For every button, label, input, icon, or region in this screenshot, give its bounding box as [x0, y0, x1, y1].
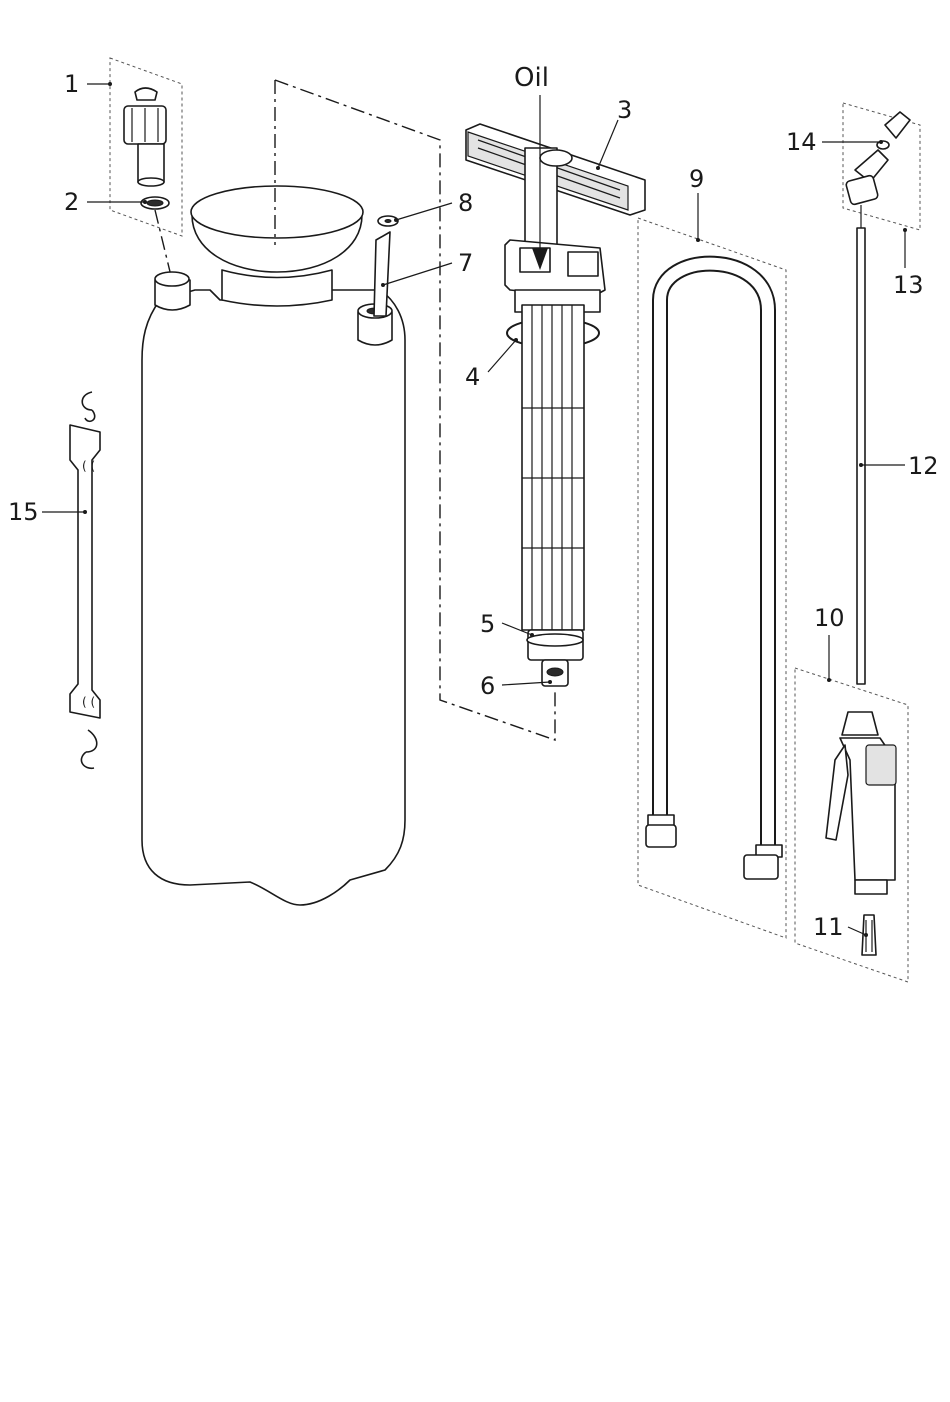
part-14-nozzle — [845, 112, 910, 205]
tank-left-port — [155, 272, 190, 310]
oil-label: Oil — [514, 63, 549, 93]
callout-2: 2 — [64, 188, 79, 216]
svg-text:( (: ( ( — [82, 459, 95, 473]
part-9-hose — [646, 264, 782, 879]
part-10-trigger-valve — [826, 712, 896, 894]
callout-12: 12 — [908, 452, 939, 480]
part-1-relief-valve — [124, 88, 166, 186]
callout-14: 14 — [786, 128, 817, 156]
callout-9: 9 — [689, 165, 704, 193]
part-15-strap: ( ( ( ( — [70, 392, 100, 768]
part-3-pump-cap — [505, 240, 605, 312]
callout-6: 6 — [480, 672, 495, 700]
tank-funnel-opening — [191, 186, 363, 306]
callout-3: 3 — [617, 96, 632, 124]
callout-7: 7 — [458, 249, 473, 277]
callout-10: 10 — [814, 604, 845, 632]
axis-line-1 — [155, 210, 172, 280]
part-12-lance — [857, 205, 865, 684]
callout-8: 8 — [458, 189, 473, 217]
callout-11: 11 — [813, 913, 844, 941]
callout-4: 4 — [465, 363, 480, 391]
callout-5: 5 — [480, 610, 495, 638]
part-5-pump-bottom-seal — [527, 630, 583, 660]
tank-body — [142, 290, 405, 905]
callout-13: 13 — [893, 271, 924, 299]
callout-1: 1 — [64, 70, 79, 98]
callout-15: 15 — [8, 498, 39, 526]
part-3-pump-handle — [466, 124, 645, 258]
svg-text:( (: ( ( — [82, 695, 95, 709]
pump-cylinder — [522, 305, 584, 630]
